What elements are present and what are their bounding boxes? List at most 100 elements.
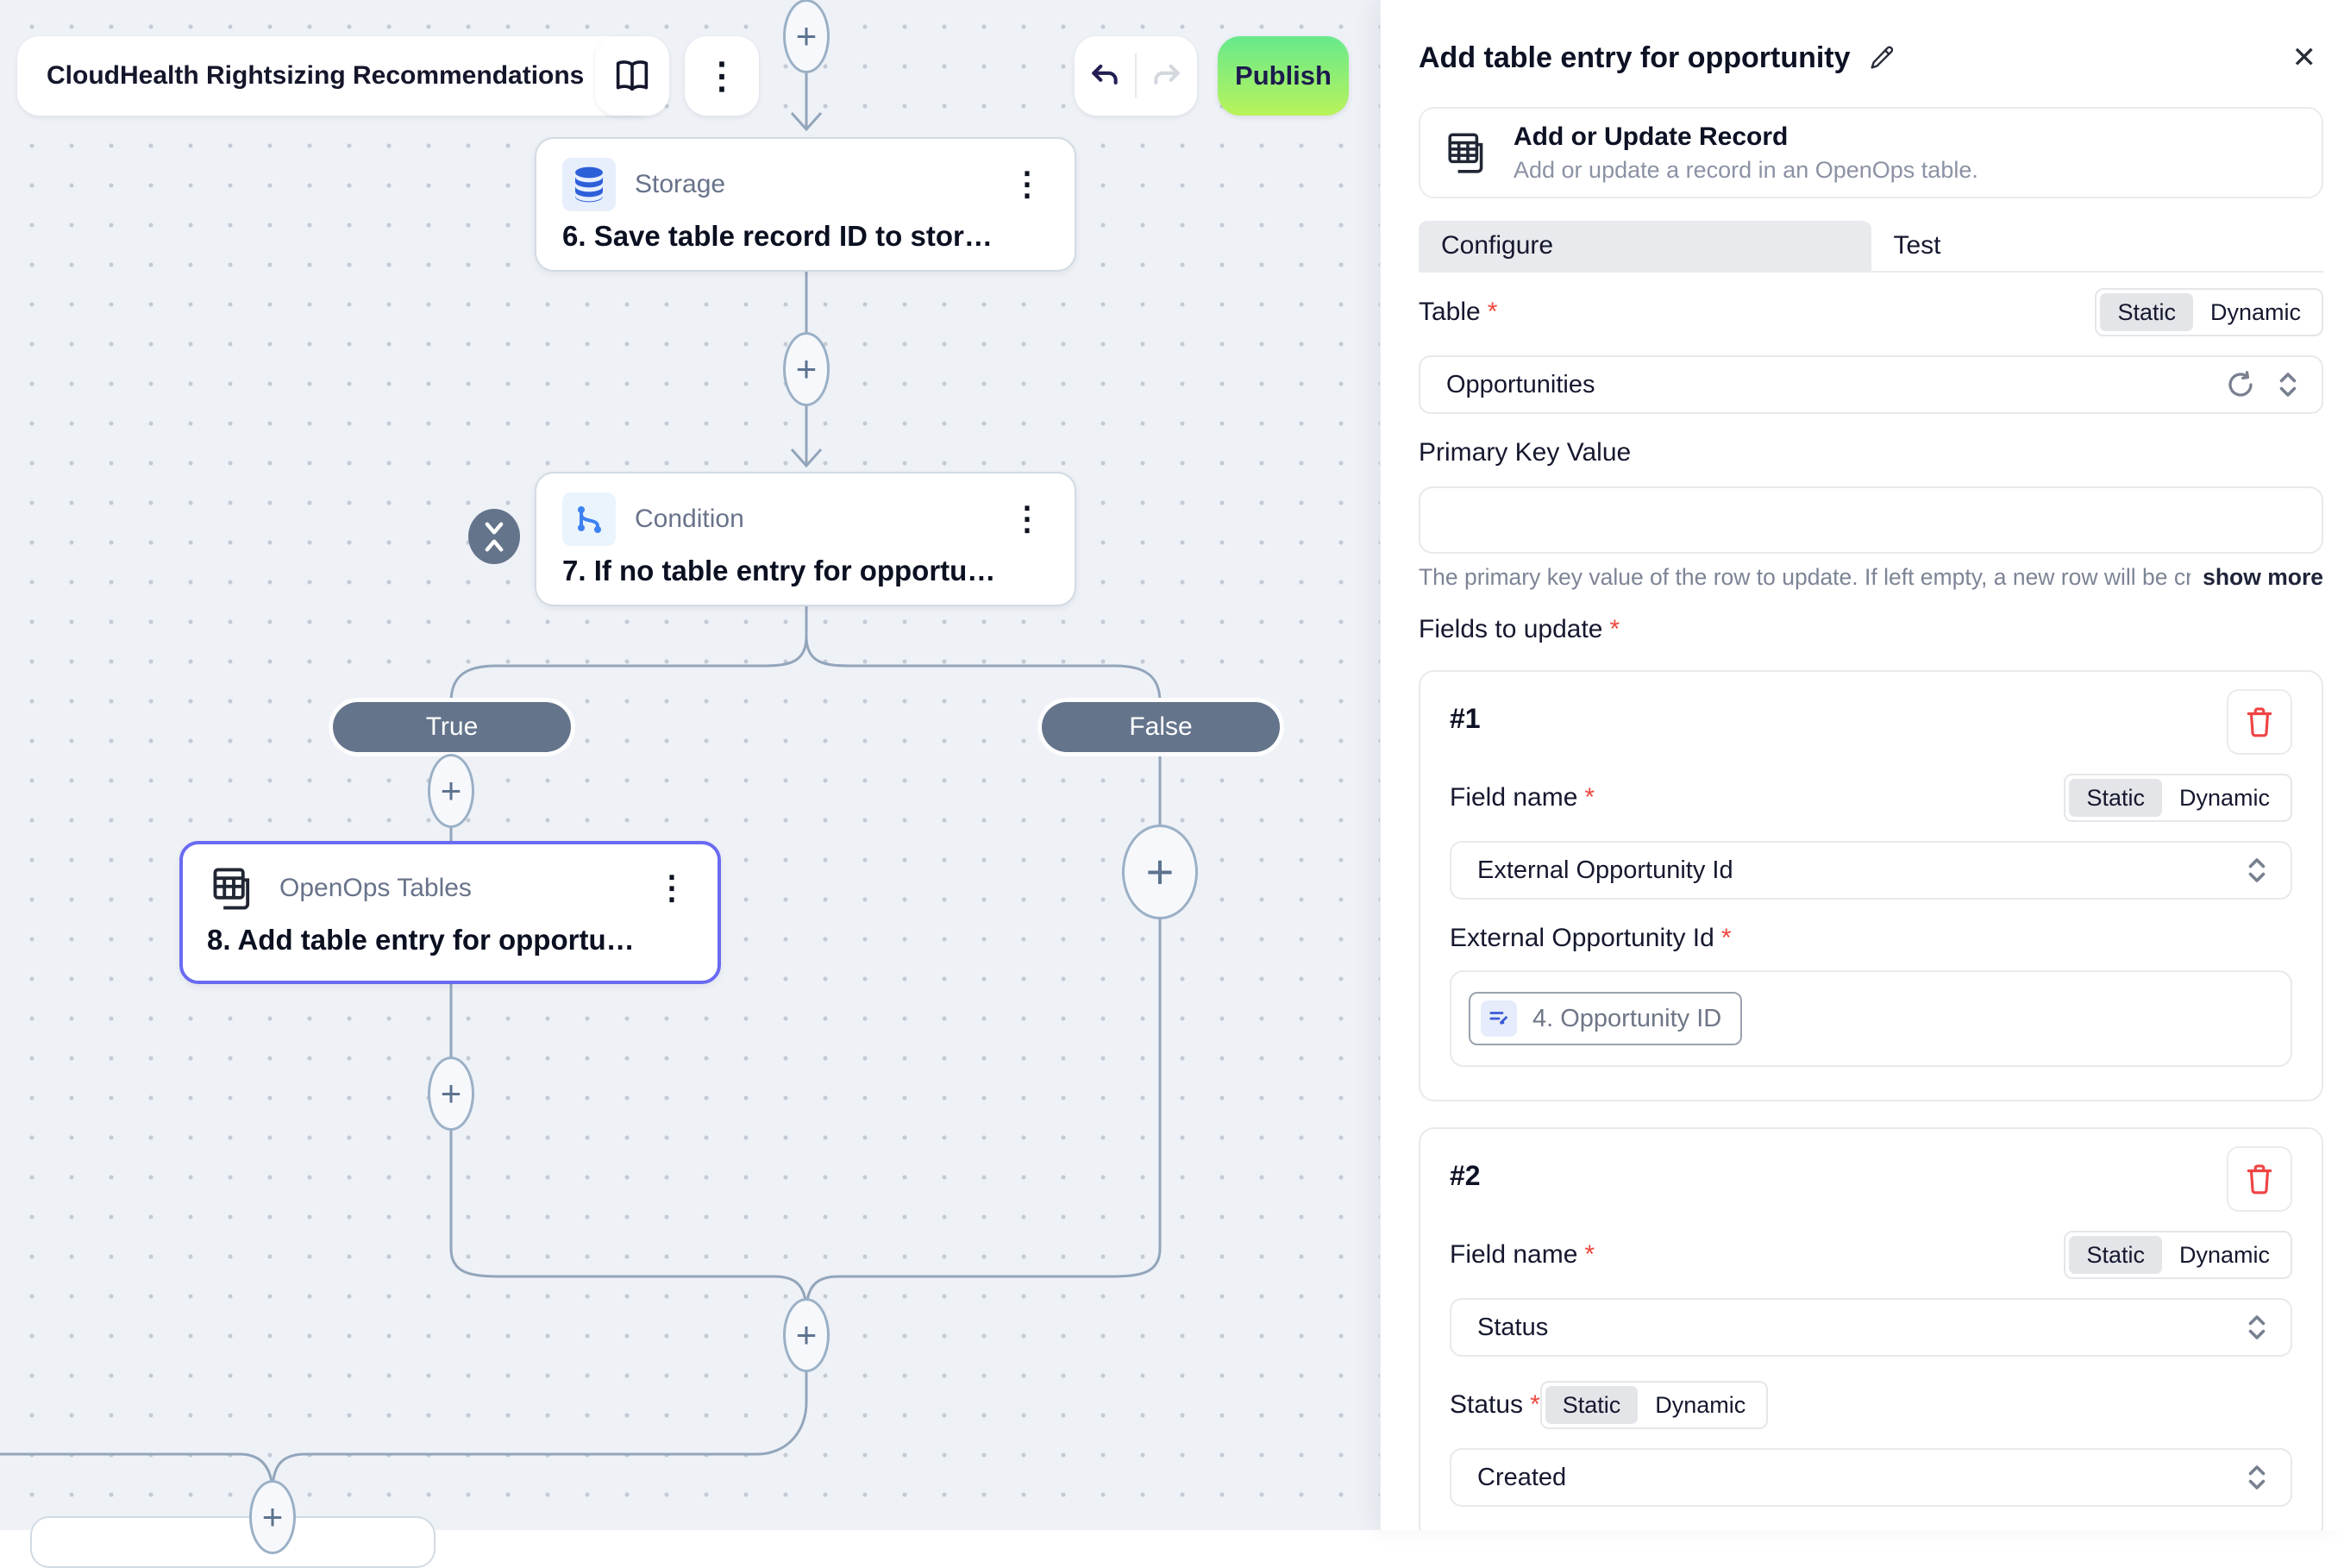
publish-button[interactable]: Publish xyxy=(1218,36,1349,116)
chevron-up-icon xyxy=(485,539,504,551)
field-name-static-dynamic-toggle: Static Dynamic xyxy=(2064,1231,2292,1279)
undo-button[interactable] xyxy=(1075,36,1135,116)
toggle-static[interactable]: Static xyxy=(2100,293,2193,331)
delete-field-button[interactable] xyxy=(2227,1146,2292,1212)
primary-key-label: Primary Key Value xyxy=(1419,438,1632,467)
divider xyxy=(1135,53,1137,98)
required-marker: * xyxy=(1487,298,1498,326)
toggle-static[interactable]: Static xyxy=(1545,1386,1639,1424)
primary-key-input[interactable] xyxy=(1419,486,2323,554)
toggle-static[interactable]: Static xyxy=(2069,1236,2162,1274)
chevron-up-down-icon xyxy=(2244,855,2270,886)
branch-label-false: False xyxy=(1042,702,1280,752)
condition-branch-icon xyxy=(562,492,616,546)
required-marker: * xyxy=(1720,924,1732,952)
value-static-dynamic-toggle: Static Dynamic xyxy=(1539,1381,1769,1429)
field-name-label: Field name* xyxy=(1450,1240,1595,1269)
add-step-button[interactable]: + xyxy=(428,1057,474,1131)
field-name-label: Field name* xyxy=(1450,783,1595,812)
node-app-label: Condition xyxy=(635,505,744,533)
toggle-dynamic[interactable]: Dynamic xyxy=(2209,298,2301,325)
chevron-up-down-icon xyxy=(2275,369,2301,400)
table-select[interactable]: Opportunities xyxy=(1419,355,2323,414)
step-settings-panel: Add table entry for opportunity ✕ Add or… xyxy=(1380,0,2344,1530)
node-app-label: OpenOps Tables xyxy=(279,874,472,902)
node-condition[interactable]: Condition ⋮ 7. If no table entry for opp… xyxy=(535,472,1076,606)
field-name-select-value: Status xyxy=(1477,1313,1549,1341)
delete-field-button[interactable] xyxy=(2227,689,2292,755)
workflow-name: CloudHealth Rightsizing Recommendations xyxy=(47,61,585,90)
table-field-label: Table* xyxy=(1419,298,1498,326)
toggle-dynamic[interactable]: Dynamic xyxy=(1655,1391,1746,1418)
tables-icon xyxy=(207,862,260,915)
field-card-2: #2 Field name* Static Dynamic Status Sta… xyxy=(1419,1127,2323,1530)
node-menu-kebab-icon[interactable]: ⋮ xyxy=(1011,166,1044,203)
node-title: 8. Add table entry for opportu… xyxy=(207,924,635,956)
add-step-button[interactable]: + xyxy=(1122,825,1198,919)
field-value-label: External Opportunity Id* xyxy=(1450,924,1732,952)
node-openops-tables[interactable]: OpenOps Tables ⋮ 8. Add table entry for … xyxy=(179,841,721,984)
node-title: 6. Save table record ID to stor… xyxy=(562,220,993,252)
data-token-chip[interactable]: 4. Opportunity ID xyxy=(1469,992,1743,1045)
add-step-button[interactable]: + xyxy=(783,1298,830,1372)
field-value-input[interactable]: 4. Opportunity ID xyxy=(1450,970,2292,1067)
field-name-static-dynamic-toggle: Static Dynamic xyxy=(2064,774,2292,822)
undo-icon xyxy=(1092,64,1118,85)
add-step-button[interactable]: + xyxy=(783,332,830,406)
node-menu-kebab-icon[interactable]: ⋮ xyxy=(655,870,688,906)
fields-to-update-label: Fields to update* xyxy=(1419,615,1620,643)
chevron-down-icon xyxy=(485,522,504,534)
tab-configure[interactable]: Configure xyxy=(1419,221,1871,271)
field-name-select-value: External Opportunity Id xyxy=(1477,856,1733,884)
toggle-dynamic[interactable]: Dynamic xyxy=(2178,1241,2270,1268)
add-step-button[interactable]: + xyxy=(428,754,474,828)
branch-label-true: True xyxy=(333,702,571,752)
kebab-icon: ⋮ xyxy=(704,55,740,96)
rename-step-button[interactable] xyxy=(1868,44,1896,72)
action-description: Add or update a record in an OpenOps tab… xyxy=(1514,156,1978,183)
node-app-label: Storage xyxy=(635,170,726,198)
close-panel-button[interactable]: ✕ xyxy=(2291,41,2317,74)
field-card-index: #1 xyxy=(1450,703,1481,734)
storage-database-icon xyxy=(562,158,616,211)
flow-canvas[interactable]: Storage ⋮ 6. Save table record ID to sto… xyxy=(0,0,1380,1568)
action-summary-card: Add or Update Record Add or update a rec… xyxy=(1419,107,2323,198)
required-marker: * xyxy=(1530,1390,1540,1419)
panel-title: Add table entry for opportunity xyxy=(1419,41,1851,74)
undo-redo-group xyxy=(1075,36,1197,116)
workflow-selector[interactable]: CloudHealth Rightsizing Recommendations xyxy=(17,36,659,116)
toggle-dynamic[interactable]: Dynamic xyxy=(2178,784,2270,811)
field-value-select-value: Created xyxy=(1477,1463,1567,1491)
field-name-select[interactable]: External Opportunity Id xyxy=(1450,841,2292,900)
chevron-up-down-icon xyxy=(2244,1462,2270,1493)
more-options-button[interactable]: ⋮ xyxy=(685,36,759,116)
trash-icon xyxy=(2247,707,2272,737)
collapse-branch-button[interactable] xyxy=(468,509,520,564)
token-label: 4. Opportunity ID xyxy=(1532,1004,1722,1032)
field-value-select[interactable]: Created xyxy=(1450,1448,2292,1507)
redo-icon xyxy=(1154,64,1180,85)
refresh-icon[interactable] xyxy=(2225,369,2256,400)
add-update-record-icon xyxy=(1448,133,1483,173)
redo-button[interactable] xyxy=(1137,36,1197,116)
show-more-link[interactable]: show more xyxy=(2203,564,2323,590)
field-card-1: #1 Field name* Static Dynamic External O… xyxy=(1419,670,2323,1101)
pencil-icon xyxy=(1871,46,1893,69)
node-menu-kebab-icon[interactable]: ⋮ xyxy=(1011,501,1044,537)
tab-test[interactable]: Test xyxy=(1893,231,1941,260)
docs-button[interactable] xyxy=(595,36,669,116)
required-marker: * xyxy=(1584,783,1595,812)
node-storage[interactable]: Storage ⋮ 6. Save table record ID to sto… xyxy=(535,137,1076,272)
book-icon xyxy=(616,60,649,91)
partial-node[interactable] xyxy=(30,1516,436,1568)
primary-key-help: The primary key value of the row to upda… xyxy=(1419,564,2191,590)
table-select-value: Opportunities xyxy=(1446,370,1595,398)
required-marker: * xyxy=(1584,1240,1595,1269)
add-step-button[interactable]: + xyxy=(783,0,830,73)
flow-connectors xyxy=(0,0,1162,1530)
field-name-select[interactable]: Status xyxy=(1450,1298,2292,1357)
table-static-dynamic-toggle: Static Dynamic xyxy=(2095,288,2323,336)
add-step-button[interactable]: + xyxy=(249,1480,296,1554)
trash-icon xyxy=(2247,1164,2272,1195)
toggle-static[interactable]: Static xyxy=(2069,779,2162,817)
